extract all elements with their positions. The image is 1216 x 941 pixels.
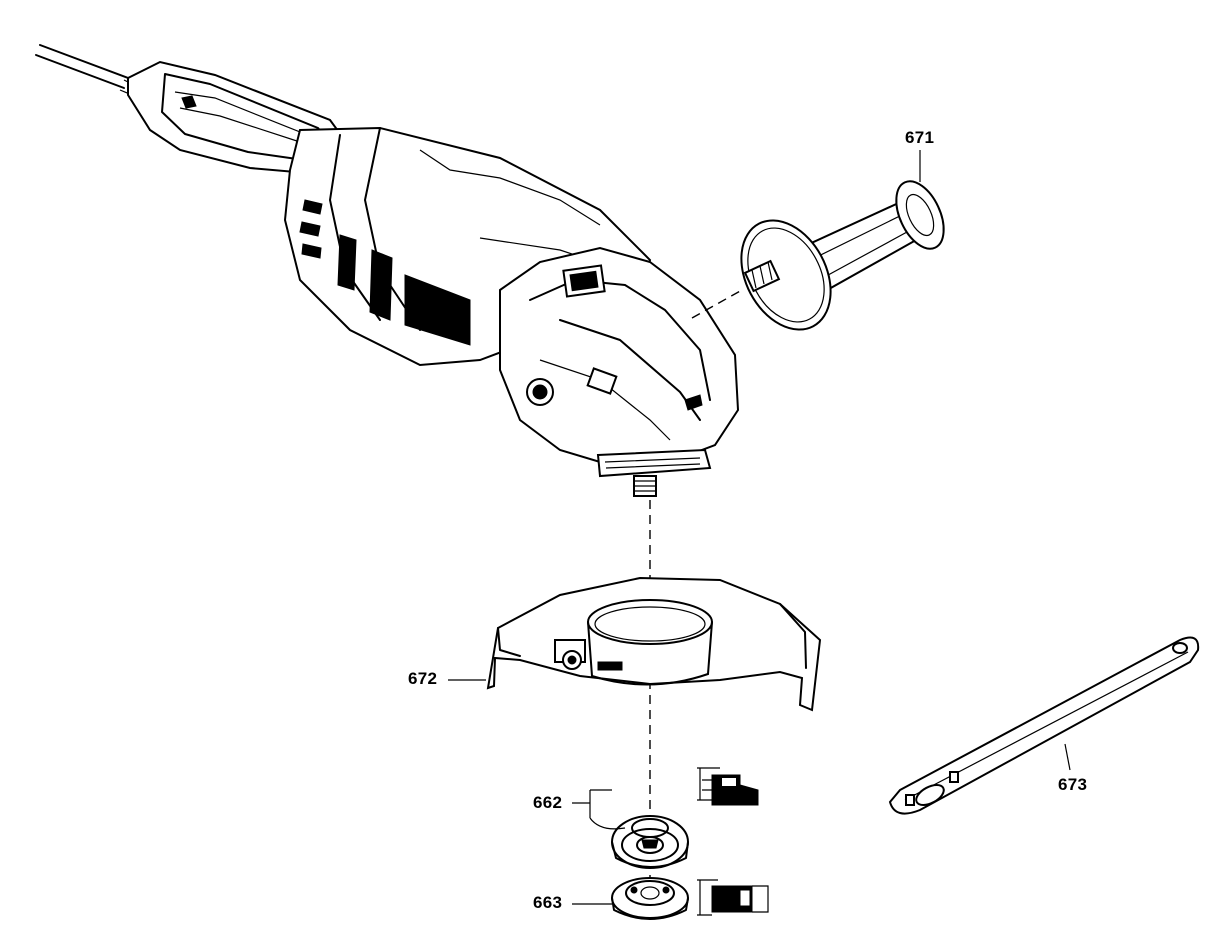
auxiliary-handle	[740, 180, 945, 331]
part-label-662: 662	[533, 793, 563, 812]
mounting-flange	[611, 815, 689, 869]
guard-clamp-screw	[554, 639, 586, 670]
clamping-nut	[611, 877, 689, 920]
part-label-663: 663	[533, 893, 563, 912]
side-thread-port	[526, 378, 554, 406]
part-label-673: 673	[1058, 775, 1088, 794]
part-label-672: 672	[408, 669, 438, 688]
two-pin-spanner	[888, 636, 1200, 815]
leader-lines	[448, 150, 1071, 905]
protective-guard	[486, 576, 822, 712]
nut-cross-section	[697, 879, 769, 916]
vent-slots	[299, 199, 471, 346]
spindle-lock-button	[562, 264, 606, 298]
flange-cross-section	[697, 767, 759, 806]
angle-grinder	[35, 44, 740, 497]
o-ring	[631, 818, 669, 838]
spindle	[633, 475, 657, 497]
assembly-axis-lines	[649, 289, 743, 910]
part-label-671: 671	[905, 128, 935, 147]
gear-head	[499, 246, 740, 497]
